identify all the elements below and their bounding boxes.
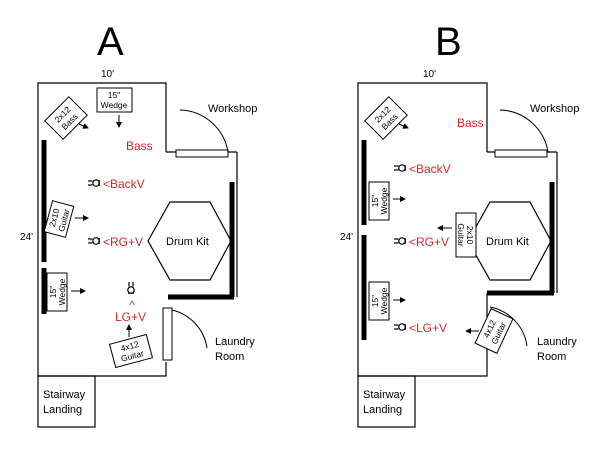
wedge-2-b (368, 281, 390, 321)
wedge-top-a (96, 87, 133, 113)
width-dimension-b: 10' (423, 69, 436, 80)
wedge-1-type-b: Wedge (379, 187, 389, 214)
wedge-top-size-a: 15" (108, 90, 120, 100)
laundry-door-swing-a (171, 309, 208, 349)
wedge-side-type-a: Wedge (57, 278, 67, 305)
wedge-2-size-b: 15" (370, 295, 380, 307)
landing-label-a: Landing (43, 404, 82, 416)
laundry-door-a (162, 307, 173, 361)
room-wall-outline-a (37, 82, 167, 377)
layout-b: B 10' 24' Stairway Landing Workshop Laun… (340, 20, 579, 428)
wedge-2-type-b: Wedge (379, 287, 389, 314)
guitar-2x10-size-b: 2x10 (465, 226, 475, 245)
laundry-door-swing-b (489, 306, 528, 347)
room-label-b: Room (537, 351, 566, 363)
bass-cab-2x12-a: 2x12 Bass (44, 96, 88, 140)
guitar-cab-2x10-b (455, 212, 477, 258)
wedge-1-size-b: 15" (370, 195, 380, 207)
guitar-2x10-type-b: Guitar (456, 223, 466, 246)
room-label-a: Room (215, 351, 244, 363)
backv-label-a: <BackV (103, 177, 145, 191)
workshop-door-a (175, 149, 229, 158)
backv-label-b: <BackV (409, 162, 451, 176)
wedge-side-a (46, 272, 68, 312)
workshop-label-b: Workshop (530, 103, 579, 115)
laundry-label-a: Laundry (215, 336, 255, 348)
laundry-label-b: Laundry (537, 336, 577, 348)
wedge-side-size-a: 15" (48, 286, 58, 298)
lgv-label-a: LG+V (115, 310, 146, 324)
lgv-caret-a: ^ (129, 298, 135, 312)
width-dimension-a: 10' (101, 69, 114, 80)
stairway-landing-b (357, 375, 416, 428)
guitar-4x12-size-a: 4x12 (120, 339, 141, 354)
room-wall-outline-b (357, 82, 488, 377)
heading-b: B (435, 20, 462, 64)
backv-mic-icon-a (87, 179, 100, 187)
workshop-label-a: Workshop (208, 103, 257, 115)
workshop-door-swing-a (179, 109, 229, 153)
bass-cab-direction-arrow-a (78, 123, 89, 129)
backv-mic-icon-b (393, 164, 406, 172)
bass-player-label-a: Bass (126, 139, 153, 153)
guitar-2x10-size-a: 2x10 (47, 207, 62, 228)
lgv-label-b: <LG+V (409, 321, 447, 335)
layout-a: A 10' 24' Stairway Landing Workshop Laun… (20, 20, 257, 428)
drum-kit-hexagon-a (147, 201, 232, 281)
rgv-label-b: <RG+V (409, 235, 449, 249)
landing-label-b: Landing (363, 404, 402, 416)
wedge-1-b (368, 181, 390, 221)
wedge-top-type-a: Wedge (101, 100, 128, 110)
rgv-mic-icon-b (393, 237, 406, 245)
height-dimension-a: 24' (20, 232, 33, 243)
rgv-label-a: <RG+V (103, 235, 143, 249)
drum-kit-hexagon-b (467, 201, 552, 281)
heading-a: A (97, 20, 124, 64)
lgv-mic-icon-b (393, 323, 406, 331)
bass-player-label-b: Bass (457, 116, 484, 130)
lgv-mic-icon-a (127, 281, 135, 294)
guitar-cab-4x12-a: 4x12 Guitar (108, 333, 154, 369)
bass-cab-2x12-b: 2x12 Bass (364, 96, 408, 140)
drum-kit-label-b: Drum Kit (486, 236, 529, 248)
workshop-door-b (494, 149, 548, 158)
workshop-door-swing-b (499, 109, 549, 153)
height-dimension-b: 24' (340, 232, 353, 243)
stairway-label-a: Stairway (43, 389, 86, 401)
drum-kit-label-a: Drum Kit (166, 236, 209, 248)
bass-cab-direction-arrow-b (398, 123, 409, 129)
stairway-landing-a (37, 375, 96, 428)
guitar-cab-2x10-a: 2x10 Guitar (43, 200, 75, 238)
guitar-cab-4x12-b: 4x12 Guitar (474, 308, 514, 354)
rgv-mic-icon-a (87, 237, 100, 245)
stairway-label-b: Stairway (363, 389, 406, 401)
